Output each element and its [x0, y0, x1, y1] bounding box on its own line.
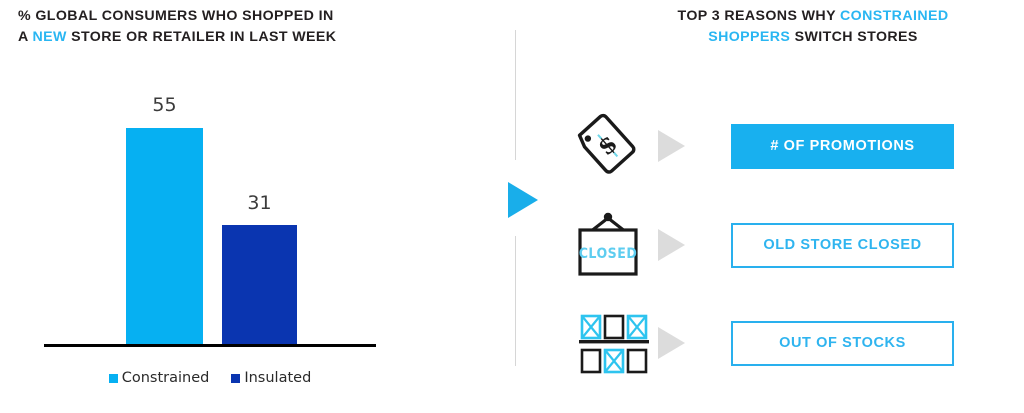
legend-swatch-constrained — [108, 373, 118, 383]
right-title-prefix: TOP 3 REASONS WHY — [677, 8, 841, 24]
bar-insulated — [222, 225, 297, 345]
chart-baseline-axis — [44, 344, 376, 347]
reason-label-out-of-stocks[interactable]: OUT OF STOCKS — [731, 320, 954, 366]
right-title-highlight-constrained: CONSTRAINED — [840, 8, 949, 24]
reason-arrow-icon — [658, 130, 723, 162]
left-title-line1: % GLOBAL CONSUMERS WHO SHOPPED IN — [18, 8, 334, 24]
bar-chart: 55 31 Constrained Insulated — [0, 0, 500, 413]
left-title-line2-suffix: STORE OR RETAILER IN LAST WEEK — [66, 29, 337, 45]
reason-label-old-store-closed[interactable]: OLD STORE CLOSED — [731, 222, 954, 268]
right-panel: TOP 3 REASONS WHY CONSTRAINED SHOPPERS S… — [560, 0, 1024, 413]
reason-arrow-icon — [658, 229, 723, 261]
closed-sign-icon: CLOSED — [560, 210, 656, 280]
reason-row: OUT OF STOCKS — [560, 308, 1024, 378]
legend-item-constrained: Constrained — [108, 370, 210, 386]
left-title-highlight-new: NEW — [32, 29, 67, 45]
left-panel: % GLOBAL CONSUMERS WHO SHOPPED IN A NEW … — [0, 0, 500, 413]
left-chart-title: % GLOBAL CONSUMERS WHO SHOPPED IN A NEW … — [18, 6, 438, 48]
empty-shelf-icon — [560, 308, 656, 378]
reason-row: $ # OF PROMOTIONS — [560, 111, 1024, 181]
bar-value-insulated: 31 — [247, 192, 272, 214]
right-title-suffix: SWITCH STORES — [790, 29, 918, 45]
legend-item-insulated: Insulated — [231, 370, 311, 386]
right-panel-title: TOP 3 REASONS WHY CONSTRAINED SHOPPERS S… — [598, 6, 1024, 48]
reason-row: CLOSED OLD STORE CLOSED — [560, 210, 1024, 280]
legend-label-insulated: Insulated — [244, 370, 312, 386]
price-tag-icon: $ — [560, 111, 656, 181]
legend-label-constrained: Constrained — [121, 370, 210, 386]
reason-arrow-icon — [658, 327, 723, 359]
chart-legend: Constrained Insulated — [44, 370, 376, 386]
panel-divider-bottom — [515, 236, 516, 366]
legend-swatch-insulated — [231, 373, 241, 383]
bar-value-constrained: 55 — [152, 94, 177, 116]
bar-constrained — [126, 128, 203, 345]
svg-text:CLOSED: CLOSED — [579, 246, 638, 262]
center-play-arrow-icon — [508, 182, 538, 218]
left-title-line2-prefix: A — [18, 29, 33, 45]
right-title-highlight-shoppers: SHOPPERS — [708, 29, 791, 45]
reason-label-promotions[interactable]: # OF PROMOTIONS — [731, 123, 954, 169]
panel-divider-top — [515, 30, 516, 160]
